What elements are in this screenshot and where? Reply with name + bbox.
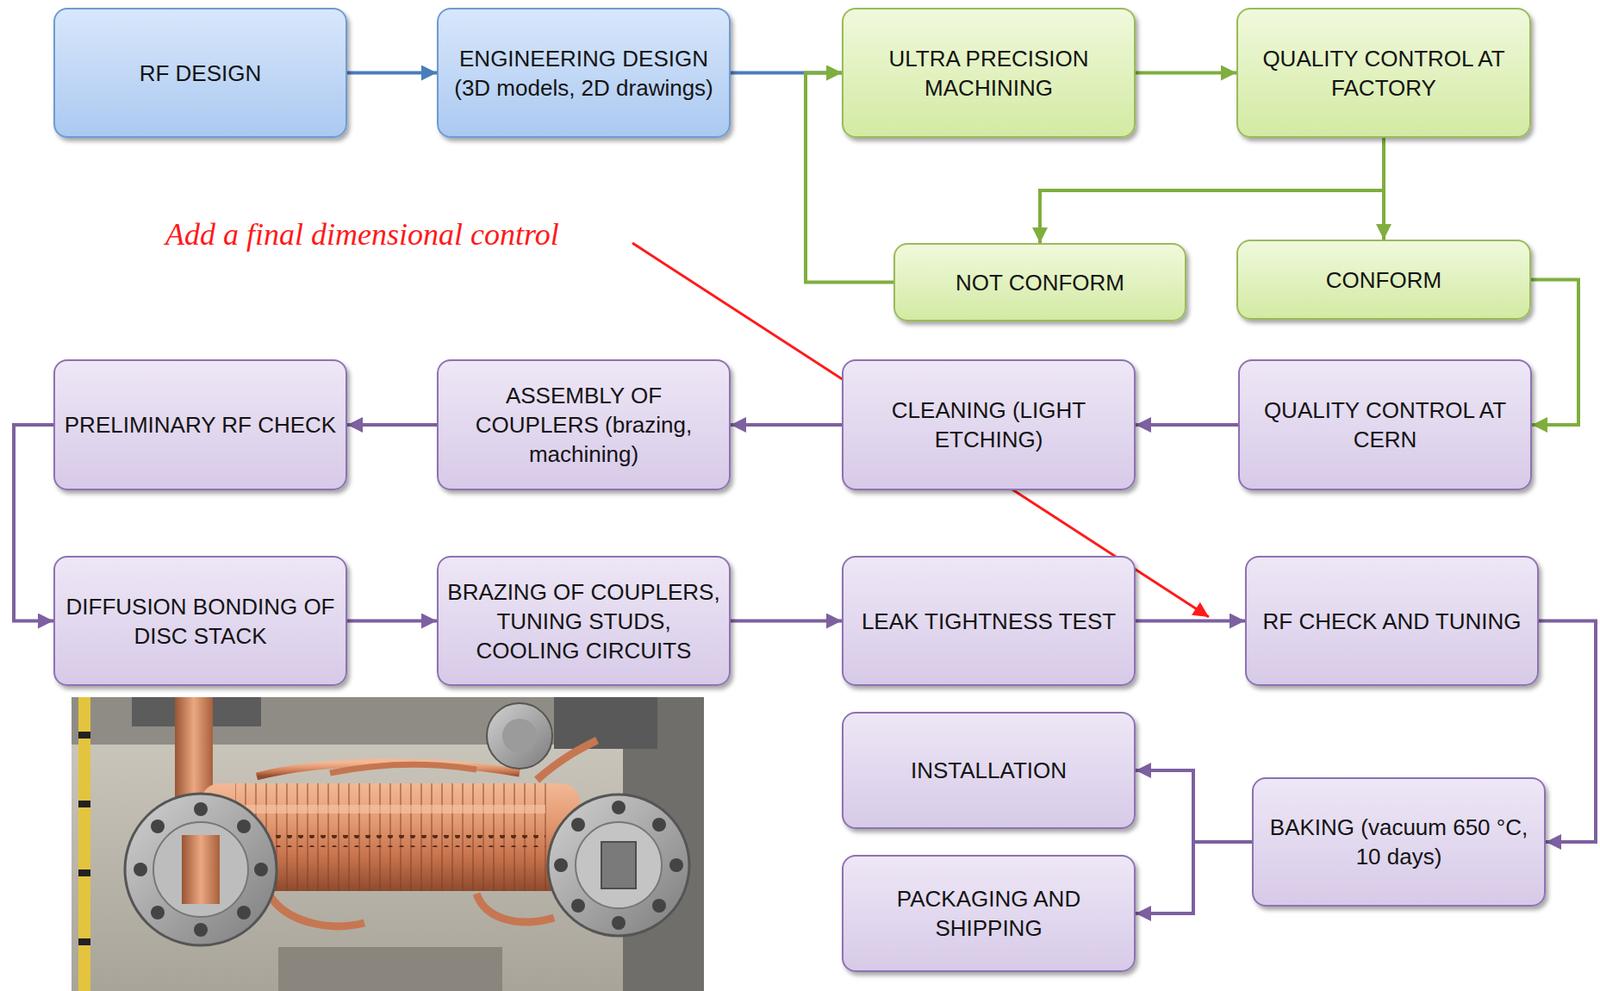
box-label: CONFORM [1246, 265, 1521, 295]
flow-arrow [1135, 423, 1239, 427]
annotation-note: Add a final dimensional control [165, 215, 560, 254]
flow-arrow [1135, 71, 1237, 75]
box-label: ASSEMBLY OF COUPLERS (brazing, machining… [447, 380, 721, 469]
box-label: ENGINEERING DESIGN (3D models, 2D drawin… [447, 43, 721, 103]
flow-arrow [1135, 770, 1252, 842]
flow-arrow [347, 71, 437, 75]
process-box: ASSEMBLY OF COUPLERS (brazing, machining… [436, 359, 731, 491]
process-box: PACKAGING AND SHIPPING [841, 854, 1136, 972]
structure-photo [71, 697, 704, 991]
process-box: QUALITY CONTROL AT FACTORY [1236, 7, 1532, 138]
process-box: DIFFUSION BONDING OF DISC STACK [53, 555, 348, 686]
flow-arrow [1531, 280, 1579, 426]
box-label: BRAZING OF COUPLERS, TUNING STUDS, COOLI… [447, 577, 721, 666]
box-label: LEAK TIGHTNESS TEST [852, 606, 1126, 636]
flow-arrow [1135, 841, 1252, 914]
box-label: BAKING (vacuum 650 °C, 10 days) [1262, 812, 1536, 872]
box-label: RF DESIGN [63, 58, 337, 88]
flow-arrow [347, 423, 437, 427]
flow-arrow [730, 619, 842, 623]
flow-arrow [347, 619, 437, 623]
box-label: PRELIMINARY RF CHECK [63, 410, 337, 440]
box-label: NOT CONFORM [903, 267, 1177, 298]
process-box: INSTALLATION [841, 711, 1136, 829]
process-box: CLEANING (LIGHT ETCHING) [841, 359, 1136, 491]
box-label: ULTRA PRECISION MACHINING [852, 43, 1126, 103]
flow-arrow [13, 424, 54, 622]
process-box: CONFORM [1236, 239, 1532, 320]
process-box: BAKING (vacuum 650 °C, 10 days) [1251, 777, 1546, 907]
process-box: RF DESIGN [53, 7, 348, 138]
process-box: PRELIMINARY RF CHECK [53, 359, 348, 491]
process-box: RF CHECK AND TUNING [1245, 555, 1539, 686]
process-box: NOT CONFORM [893, 242, 1187, 322]
box-label: QUALITY CONTROL AT FACTORY [1246, 43, 1521, 103]
flow-arrow [1135, 619, 1246, 623]
process-box: BRAZING OF COUPLERS, TUNING STUDS, COOLI… [436, 555, 731, 686]
connector-layer [13, 73, 1596, 915]
flow-arrow [1382, 137, 1386, 240]
box-label: CLEANING (LIGHT ETCHING) [852, 395, 1126, 455]
flow-arrow [1538, 621, 1596, 843]
flow-arrow [730, 423, 842, 427]
box-label: PACKAGING AND SHIPPING [852, 884, 1126, 943]
box-label: INSTALLATION [852, 755, 1126, 785]
process-box: ENGINEERING DESIGN (3D models, 2D drawin… [436, 7, 731, 138]
process-box: LEAK TIGHTNESS TEST [841, 555, 1136, 686]
box-label: DIFFUSION BONDING OF DISC STACK [63, 591, 337, 651]
box-label: RF CHECK AND TUNING [1255, 606, 1529, 636]
box-label: QUALITY CONTROL AT CERN [1248, 395, 1522, 455]
process-box: ULTRA PRECISION MACHINING [841, 7, 1136, 138]
flow-arrow [1039, 137, 1384, 243]
process-box: QUALITY CONTROL AT CERN [1238, 359, 1532, 491]
